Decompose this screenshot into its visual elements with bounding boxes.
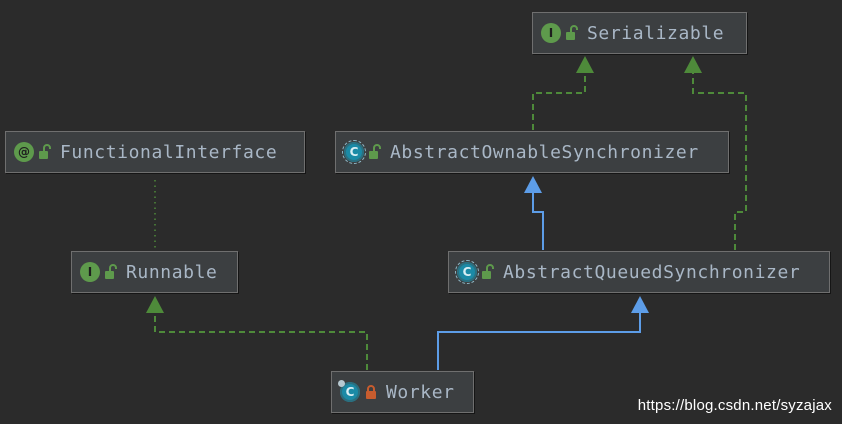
- edge-aos-serializable-arrowhead: [576, 56, 594, 73]
- edge-worker-aqs-arrowhead: [631, 296, 649, 313]
- edge-aqs-aos-arrowhead: [524, 176, 542, 193]
- public-unlocked-icon: [565, 25, 579, 41]
- node-name: Worker: [386, 381, 455, 403]
- edge-worker-extends-aqs: [437, 312, 641, 370]
- node-runnable[interactable]: I Runnable: [71, 251, 238, 293]
- public-unlocked-icon: [481, 264, 495, 280]
- interface-icon: I: [80, 262, 100, 282]
- edge-aos-implements-serializable: [532, 72, 586, 130]
- node-name: FunctionalInterface: [60, 141, 278, 163]
- public-unlocked-icon: [368, 144, 382, 160]
- abstract-class-icon: C: [342, 140, 366, 164]
- node-name: Serializable: [587, 22, 725, 44]
- private-locked-icon: [364, 384, 378, 400]
- node-abstract-ownable-synchronizer[interactable]: C AbstractOwnableSynchronizer: [335, 131, 729, 173]
- annotation-icon: @: [14, 142, 34, 162]
- edge-aqs-extends-aos: [532, 192, 544, 250]
- abstract-class-icon: C: [455, 260, 479, 284]
- node-worker[interactable]: C Worker: [331, 371, 474, 413]
- node-name: Runnable: [126, 261, 218, 283]
- node-name: AbstractQueuedSynchronizer: [503, 261, 801, 283]
- node-name: AbstractOwnableSynchronizer: [390, 141, 699, 163]
- node-serializable[interactable]: I Serializable: [532, 12, 747, 54]
- watermark-text: https://blog.csdn.net/syzajax: [637, 397, 832, 414]
- interface-icon: I: [541, 23, 561, 43]
- final-class-icon: C: [338, 380, 360, 402]
- edge-worker-runnable-arrowhead: [146, 296, 164, 313]
- edge-aqs-serializable-arrowhead: [684, 56, 702, 73]
- public-unlocked-icon: [38, 144, 52, 160]
- edge-aqs-implements-serializable: [692, 72, 747, 250]
- public-unlocked-icon: [104, 264, 118, 280]
- node-abstract-queued-synchronizer[interactable]: C AbstractQueuedSynchronizer: [448, 251, 830, 293]
- node-functional-interface[interactable]: @ FunctionalInterface: [5, 131, 305, 173]
- edge-worker-implements-runnable: [154, 312, 368, 370]
